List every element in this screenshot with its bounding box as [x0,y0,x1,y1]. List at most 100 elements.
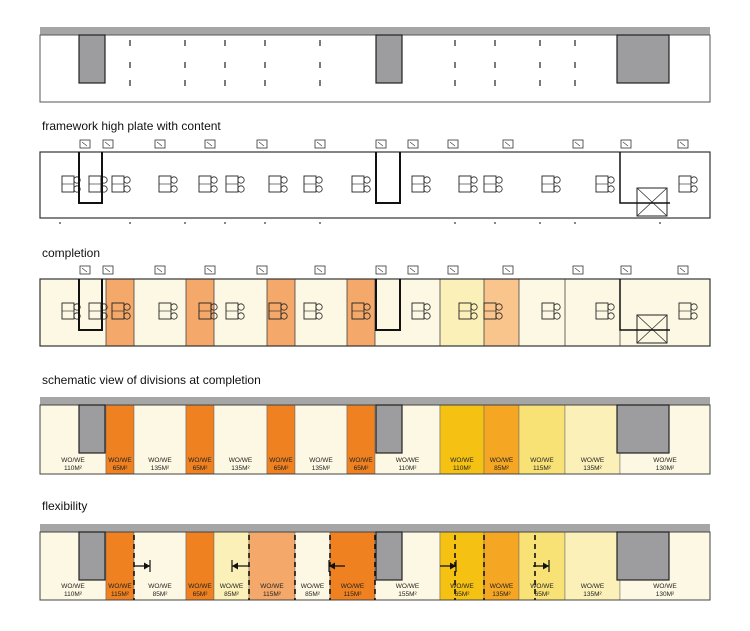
unit-use-label: WO/WE [229,457,253,464]
furniture-groups [61,175,698,193]
chair [315,176,323,184]
chair [363,176,371,184]
column-dot [59,222,61,224]
facade-window-mark [258,141,265,147]
column-dot [264,222,266,224]
facade-window [204,139,216,149]
schematic-unit [439,404,485,475]
schematic-unit [564,404,621,475]
flex-unit-labels: WO/WE110M²WO/WE115M²WO/WE85M²WO/WE65M²WO… [61,583,677,598]
facade-window-mark [81,267,88,273]
facade-window [677,265,689,275]
chair [73,176,81,184]
unit-area-label: 65M² [113,465,129,472]
schematic-unit [294,404,348,475]
facade-window-mark [81,141,88,147]
unit-area-label: 85M² [305,591,321,598]
chair [495,303,503,311]
core-block [375,531,403,581]
chair [237,185,245,193]
unit-area-label: 135M² [312,465,331,472]
column-markers [129,40,576,86]
unit-area-label: 155M² [398,591,417,598]
chair [100,303,108,311]
chair [170,303,178,311]
schematic-unit [266,404,296,475]
unit-area-label: 65M² [274,465,290,472]
framework-title: framework high plate with content [42,119,221,133]
chair [170,176,178,184]
core-block [616,531,670,581]
unit-area-label: 135M² [583,591,602,598]
unit-use-label: WO/WE [490,583,514,590]
core-block [375,404,403,454]
unit-area-label: 115M² [344,591,363,598]
unit-fill [40,279,106,346]
unit-use-label: WO/WE [188,583,212,590]
column-dot [494,222,496,224]
flex-unit [294,531,331,601]
unit-use-label: WO/WE [269,457,293,464]
movable-partitions [133,535,536,600]
unit-fill [484,279,519,346]
unit-area-label: 130M² [656,591,675,598]
facade-window [677,139,689,149]
unit-fill [295,279,347,346]
panel-top-bar [40,397,710,405]
facade-window [375,265,387,275]
arrow-head [329,562,335,570]
facade-window-mark [449,267,456,273]
chair [470,312,478,320]
facade-window [572,139,584,149]
unit-area-label: 85M² [494,465,510,472]
facade-window [256,265,268,275]
chair [495,185,503,193]
chair [210,176,218,184]
facade-window [79,265,91,275]
facade-window-mark [409,141,416,147]
empty-framework-panel [39,27,711,103]
unit-area-label: 135M² [151,465,170,472]
unit-area-label: 110M² [64,591,83,598]
arrow-head [543,562,549,570]
unit-use-label: WO/WE [581,583,605,590]
facade-window-mark [679,141,686,147]
facade-window-mark [104,141,111,147]
unit-area-label: 65M² [455,591,471,598]
unit-area-label: 110M² [453,465,472,472]
facade-window [407,265,419,275]
arrow-head [232,562,238,570]
flexibility-panel: WO/WE110M²WO/WE115M²WO/WE85M²WO/WE65M²WO… [39,524,711,601]
chair [423,312,431,320]
facade-window [447,265,459,275]
unit-area-label: 110M² [399,465,418,472]
chair [237,176,245,184]
chair [607,185,615,193]
chair [553,312,561,320]
facade-window [620,265,632,275]
unit-use-label: WO/WE [581,457,605,464]
chair [210,303,218,311]
chair [470,176,478,184]
facade-window-mark [679,267,686,273]
unit-use-label: WO/WE [108,457,132,464]
chair [100,185,108,193]
unit-use-label: WO/WE [530,583,554,590]
unit-use-label: WO/WE [61,583,85,590]
chair [73,185,81,193]
unit-area-label: 130M² [656,465,675,472]
chair [553,185,561,193]
facade-window [572,265,584,275]
furniture-groups [61,302,698,320]
unit-use-label: WO/WE [349,457,373,464]
unit-area-label: 115M² [111,591,130,598]
unit-use-label: WO/WE [301,583,325,590]
chair [495,176,503,184]
chair [123,185,131,193]
facade-window [407,139,419,149]
core-block [78,34,106,84]
unit-area-label: 110M² [64,465,83,472]
column-dot [319,222,321,224]
chair [470,185,478,193]
unit-use-label: WO/WE [530,457,554,464]
